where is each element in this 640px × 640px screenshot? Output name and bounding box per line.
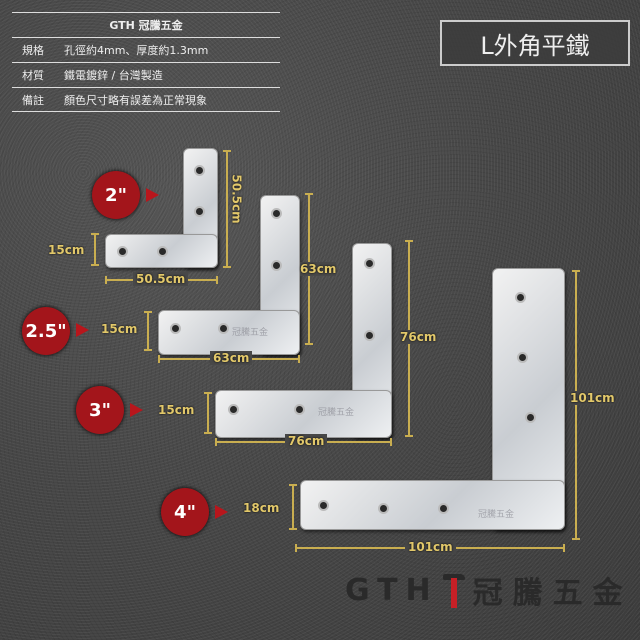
product-title: L外角平鐵 — [440, 20, 630, 66]
dim-width: 15cm — [158, 403, 195, 417]
dim-length-v: 50.5cm — [229, 174, 244, 224]
dim-line — [572, 270, 580, 540]
dim-length-v: 63cm — [300, 262, 337, 276]
dim-length-h: 76cm — [285, 434, 328, 448]
hole — [318, 500, 329, 511]
spec-table: GTH 冠騰五金 規格孔徑約4mm、厚度約1.3mm 材質鐵電鍍鋅 / 台灣製造… — [12, 12, 280, 112]
hole — [271, 260, 282, 271]
arrow-icon — [215, 505, 228, 519]
dim-length-v: 76cm — [400, 330, 437, 344]
dim-length-h: 101cm — [405, 540, 456, 554]
size-badge: 2.5" — [22, 307, 70, 355]
dim-length-h: 63cm — [210, 351, 253, 365]
bracket-2-5in-horizontal — [158, 310, 300, 355]
dim-line — [91, 233, 99, 266]
watermark: 冠騰五金 — [232, 328, 269, 338]
brand-logo: GTH 冠騰五金 — [345, 572, 633, 612]
size-badge: 4" — [161, 488, 209, 536]
hole — [515, 292, 526, 303]
hole — [438, 503, 449, 514]
dim-line — [144, 311, 152, 351]
hole — [228, 404, 239, 415]
size-badge: 3" — [76, 386, 124, 434]
dim-length-v: 101cm — [570, 391, 615, 405]
dim-line — [223, 150, 231, 268]
spec-row: 備註顏色尺寸略有誤差為正常現象 — [12, 87, 280, 112]
spec-header: GTH 冠騰五金 — [12, 12, 280, 37]
spec-row: 規格孔徑約4mm、厚度約1.3mm — [12, 37, 280, 62]
arrow-icon — [76, 323, 89, 337]
dim-width: 15cm — [48, 243, 85, 257]
spec-row: 材質鐵電鍍鋅 / 台灣製造 — [12, 62, 280, 87]
hole — [364, 258, 375, 269]
bracket-3in-horizontal — [215, 390, 392, 438]
hole — [117, 246, 128, 257]
watermark: 冠騰五金 — [318, 408, 355, 418]
arrow-icon — [130, 403, 143, 417]
hole — [517, 352, 528, 363]
dim-length-h: 50.5cm — [133, 272, 189, 286]
dim-width: 18cm — [243, 501, 280, 515]
hole — [194, 165, 205, 176]
hole — [218, 323, 229, 334]
hole — [194, 206, 205, 217]
hole — [170, 323, 181, 334]
hole — [271, 208, 282, 219]
size-badge: 2" — [92, 171, 140, 219]
hole — [378, 503, 389, 514]
bracket-4in-horizontal — [300, 480, 565, 530]
dim-line — [289, 484, 297, 530]
dim-line — [204, 392, 212, 434]
hole — [364, 330, 375, 341]
hole — [294, 404, 305, 415]
watermark: 冠騰五金 — [478, 510, 515, 520]
dim-width: 15cm — [101, 322, 138, 336]
arrow-icon — [146, 188, 159, 202]
hole — [525, 412, 536, 423]
hammer-icon — [441, 572, 467, 608]
hole — [157, 246, 168, 257]
